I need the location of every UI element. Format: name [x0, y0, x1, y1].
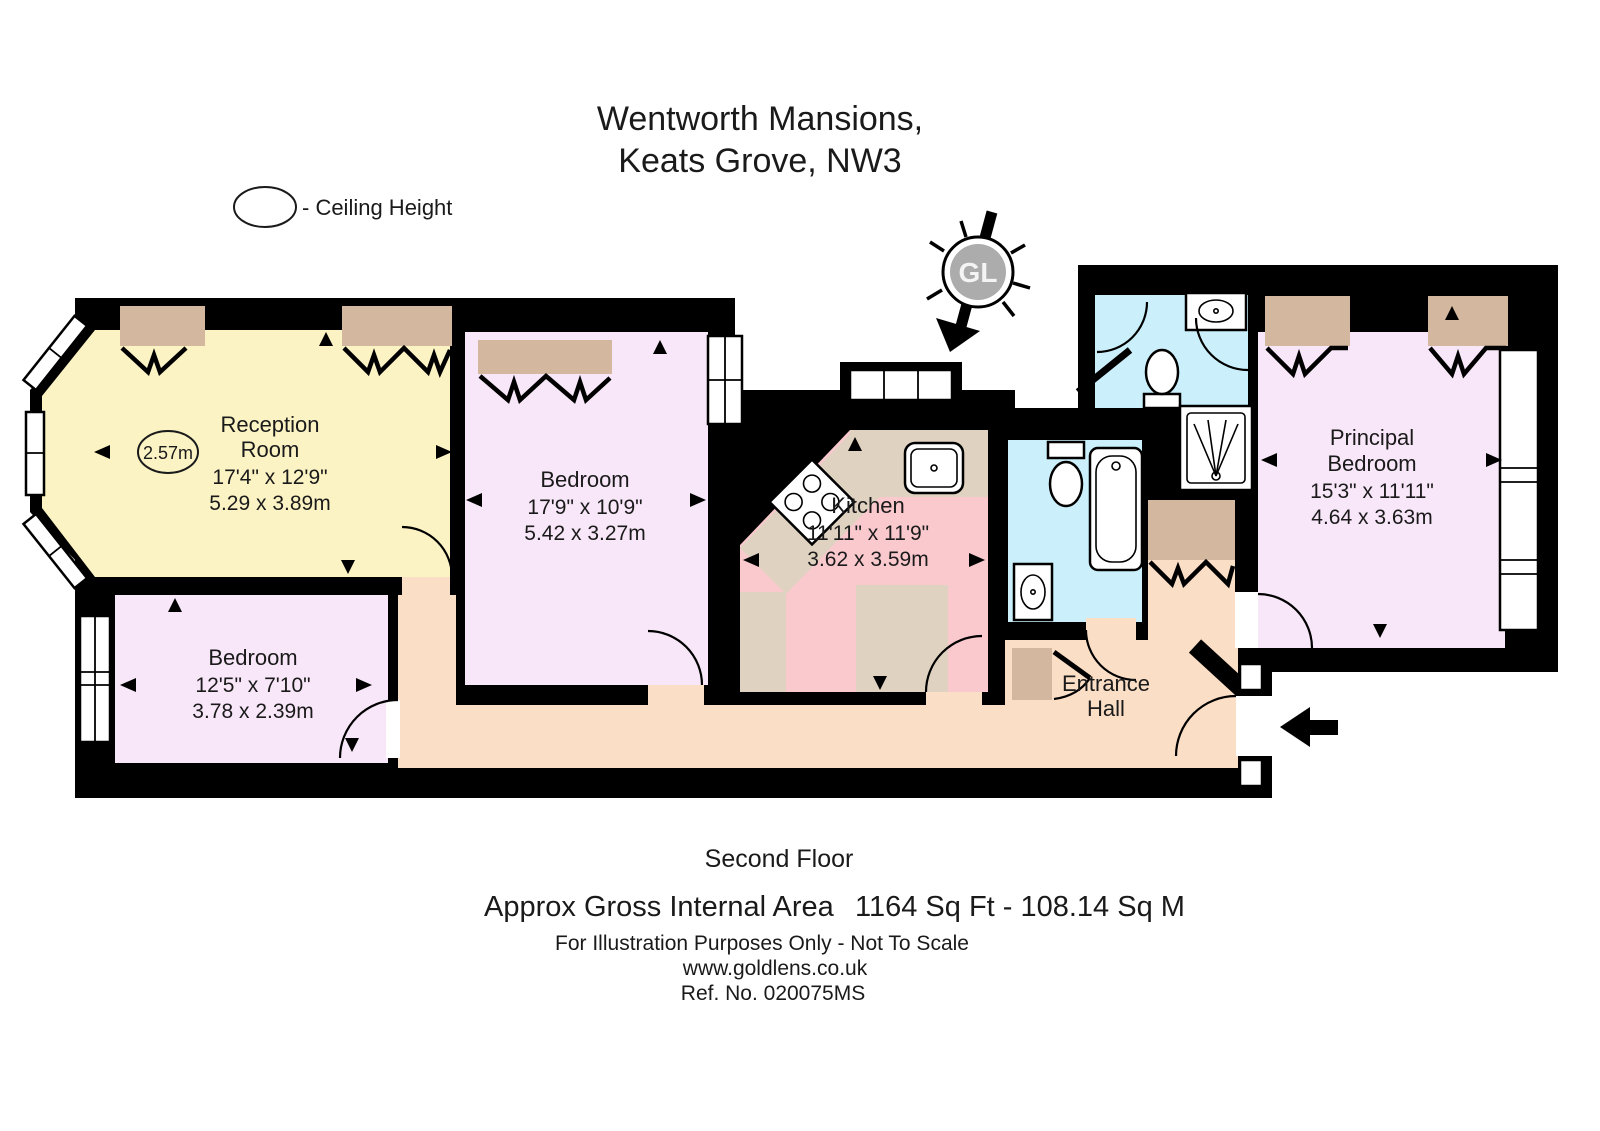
bedroom-small-name: Bedroom	[208, 645, 297, 670]
reception-ceiling-ellipse	[137, 430, 199, 474]
compass-arrowhead	[936, 318, 980, 352]
reception-dims-metric: 5.29 x 3.89m	[209, 492, 330, 515]
area-label: Approx Gross Internal Area	[484, 891, 835, 923]
shower-tray-icon	[1178, 404, 1254, 492]
principal-label: Principal Bedroom 15'3" x 11'11" 4.64 x …	[1310, 425, 1434, 529]
entrance-hall-label: Entrance Hall	[1062, 671, 1150, 721]
floor-label: Second Floor	[705, 845, 854, 873]
door-arc-principal	[1257, 592, 1314, 649]
hob-icon	[767, 457, 857, 547]
entry-arrow-icon	[1280, 707, 1338, 747]
reception-name-line2: Room	[241, 437, 300, 462]
bedroom-mid-wardrobe	[478, 340, 612, 405]
bedroom-mid-window	[706, 334, 744, 426]
bedroom-small-label: Bedroom 12'5" x 7'10" 3.78 x 2.39m	[192, 645, 313, 723]
principal-name-line2: Bedroom	[1327, 451, 1416, 476]
bedroom-mid-label: Bedroom 17'9" x 10'9" 5.42 x 3.27m	[524, 467, 645, 545]
hallway-vertical-floor	[398, 595, 456, 705]
entry-sidelight-windows	[1238, 662, 1264, 788]
measurement-arrows	[94, 306, 1502, 752]
reception-wardrobes	[120, 306, 453, 379]
hall-cupboard	[1012, 648, 1092, 701]
entrance-hall-line2: Hall	[1087, 696, 1125, 721]
door-arc-bedroom-small	[338, 698, 399, 759]
compass-rays	[926, 220, 1031, 318]
kitchen-name: Kitchen	[831, 493, 904, 518]
page-title-line1: Wentworth Mansions,	[597, 100, 923, 138]
door-leaf-shower-room	[1075, 347, 1133, 395]
entrance-hall-line1: Entrance	[1062, 671, 1150, 696]
bedroom-mid-dims-imperial: 17'9" x 10'9"	[527, 496, 642, 519]
compass-label: GL	[959, 257, 998, 288]
door-arc-shower-room	[1096, 301, 1149, 354]
footer: Second Floor Approx Gross Internal Area …	[484, 845, 1185, 1005]
bedroom-small-dims-imperial: 12'5" x 7'10"	[195, 674, 310, 697]
principal-name-line1: Principal	[1330, 425, 1414, 450]
bay-window	[21, 314, 89, 590]
principal-wardrobes	[1265, 296, 1508, 379]
kitchen-dims-imperial: 11'11" x 11'9"	[807, 522, 929, 545]
principal-dims-imperial: 15'3" x 11'11"	[1310, 480, 1434, 503]
door-arc-bathroom	[1084, 629, 1137, 682]
reception-dims-imperial: 17'4" x 12'9"	[212, 466, 327, 489]
website-label: www.goldlens.co.uk	[682, 957, 868, 980]
kitchen-label: Kitchen 11'11" x 11'9" 3.62 x 3.59m	[807, 493, 929, 571]
doors	[338, 301, 1314, 759]
reception-name-line1: Reception	[220, 412, 319, 437]
shower-room-toilet-icon	[1142, 348, 1182, 410]
principal-dims-metric: 4.64 x 3.63m	[1311, 506, 1432, 529]
kitchen-island	[856, 585, 948, 692]
bedroom-mid-dims-metric: 5.42 x 3.27m	[524, 522, 645, 545]
room-reception-floor	[42, 330, 450, 577]
kitchen-dims-metric: 3.62 x 3.59m	[807, 548, 928, 571]
door-arc-kitchen	[924, 634, 983, 693]
wall-diagonal-hall	[1188, 639, 1263, 709]
room-bedroom-mid-floor	[465, 332, 708, 685]
principal-bedroom-window	[1498, 348, 1540, 632]
area-value: 1164 Sq Ft - 108.14 Sq M	[855, 891, 1185, 923]
bedroom-small-dims-metric: 3.78 x 2.39m	[192, 700, 313, 723]
reference-label: Ref. No. 020075MS	[681, 982, 865, 1005]
disclaimer-label: For Illustration Purposes Only - Not To …	[555, 932, 969, 955]
page-title-line2: Keats Grove, NW3	[618, 142, 901, 180]
door-arc-reception	[401, 525, 454, 578]
reception-label: 2.57m Reception Room 17'4" x 12'9" 5.29 …	[137, 412, 331, 515]
bathroom-toilet-icon	[1046, 440, 1086, 508]
ceiling-height-legend: - Ceiling Height	[233, 186, 452, 228]
reception-ceiling-value: 2.57m	[143, 443, 193, 463]
bathroom-sink-icon	[1012, 562, 1054, 622]
compass: GL	[926, 210, 1031, 352]
bedroom-small-window	[78, 614, 112, 744]
ceiling-height-ellipse-icon	[233, 186, 297, 228]
compass-inner-circle	[950, 244, 1006, 300]
kitchen-window	[848, 368, 954, 402]
kitchen-sink-icon	[903, 441, 965, 495]
bedroom-mid-name: Bedroom	[540, 467, 629, 492]
room-bedroom-small-floor	[115, 595, 388, 763]
room-principal-bedroom-floor	[1258, 332, 1505, 648]
door-arc-entry	[1174, 694, 1237, 757]
bathtub-icon	[1088, 446, 1144, 572]
shower-room-sink-icon	[1184, 291, 1248, 332]
hall-nook-wardrobe	[1148, 500, 1236, 589]
door-arc-bedroom-mid	[647, 629, 704, 686]
ceiling-height-legend-label: - Ceiling Height	[302, 195, 452, 220]
door-arc-shower-room-2	[1194, 317, 1249, 372]
